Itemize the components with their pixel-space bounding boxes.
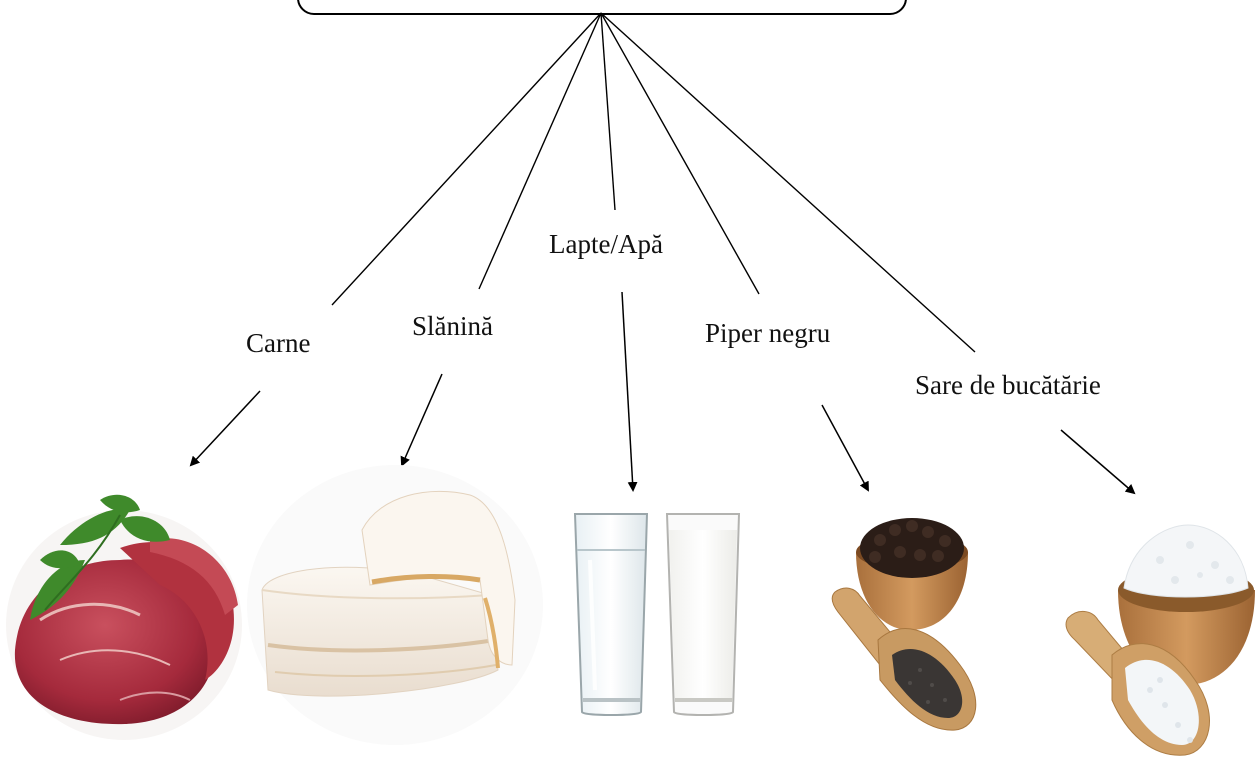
- line-sare: [601, 13, 975, 352]
- line-lapte: [601, 13, 615, 210]
- label-piper: Piper negru: [705, 318, 831, 348]
- labels: Carne Slănină Lapte/Apă Piper negru Sare…: [246, 229, 1101, 400]
- arrow-slanina: [402, 374, 442, 465]
- pepper-icon: [832, 518, 976, 730]
- arrow-sare: [1061, 430, 1134, 493]
- bacon-icon: [247, 465, 543, 745]
- meat-icon: [6, 495, 242, 740]
- salt-icon: [1066, 525, 1255, 755]
- glasses-icon: [575, 514, 739, 715]
- arrow-piper: [822, 405, 868, 490]
- arrow-carne: [191, 391, 260, 465]
- label-slanina: Slănină: [412, 311, 493, 341]
- line-carne: [332, 13, 601, 305]
- label-carne: Carne: [246, 328, 310, 358]
- label-sare: Sare de bucătărie: [915, 370, 1101, 400]
- root-node: [298, 0, 906, 14]
- arrow-lapte: [622, 292, 633, 490]
- label-lapte: Lapte/Apă: [549, 229, 663, 259]
- connectors: [332, 13, 975, 352]
